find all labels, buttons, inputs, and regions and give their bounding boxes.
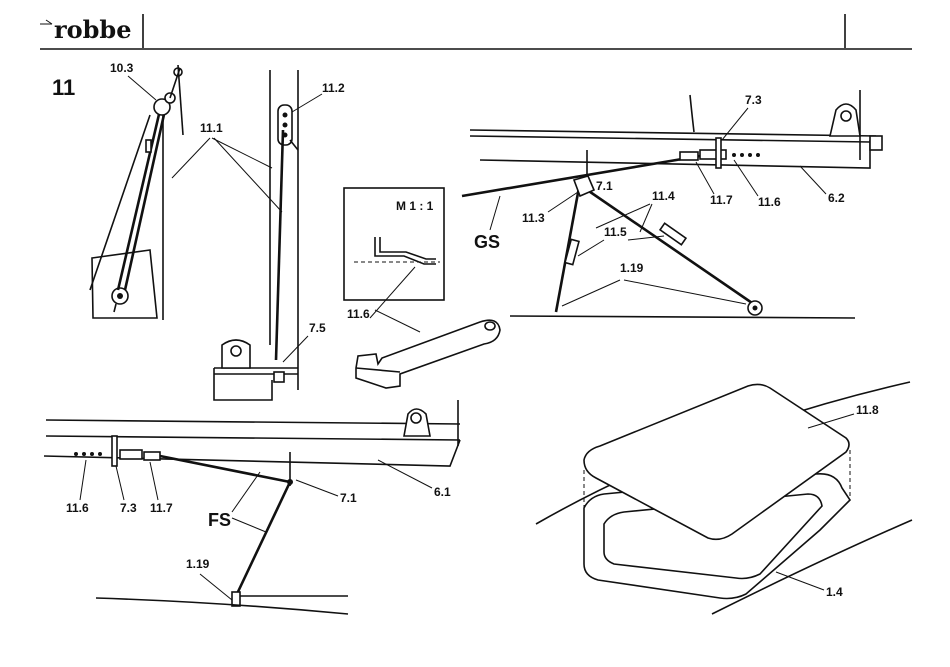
- top-left-view: 10.3: [90, 61, 183, 320]
- ground-line-right: [510, 316, 855, 318]
- detail-box: M 1 : 1: [344, 188, 444, 300]
- label-7-1-right: 7.1: [596, 179, 613, 193]
- rod-a: [118, 110, 160, 290]
- robbe-logo: robbe: [40, 15, 131, 44]
- label-10-3: 10.3: [110, 61, 134, 75]
- label-11-4: 11.4: [652, 189, 675, 203]
- fs-strut: [236, 482, 290, 596]
- label-11-2: 11.2: [322, 81, 345, 95]
- label-6-2: 6.2: [828, 191, 845, 205]
- label-7-5: 7.5: [309, 321, 326, 335]
- label-11-8: 11.8: [856, 403, 879, 417]
- label-11-6-detail: 11.6: [347, 307, 370, 321]
- label-11-6-right: 11.6: [758, 195, 781, 209]
- label-11-3: 11.3: [522, 211, 545, 225]
- detail-11-6-part: 11.6: [347, 267, 500, 388]
- rod-b: [125, 110, 165, 290]
- detail-hook: [375, 237, 436, 264]
- clip-7-3: [716, 138, 721, 168]
- callout-11-1: 11.1: [172, 121, 282, 212]
- top-right-view: 7.3 7.1 11.3 11.7 11.6 6.2 GS 11.4 11.5 …: [462, 90, 882, 318]
- ground-line-left: [96, 598, 348, 614]
- label-11-7-right: 11.7: [710, 193, 733, 207]
- label-11-7-left: 11.7: [150, 501, 173, 515]
- fin-rod: [276, 130, 283, 360]
- bottom-left-view: 11.6 7.3 11.7 FS 7.1 6.1 1.19: [44, 400, 460, 614]
- label-fs: FS: [208, 510, 231, 530]
- label-gs: GS: [474, 232, 500, 252]
- label-7-3-left: 7.3: [120, 501, 137, 515]
- tailplane: [470, 130, 876, 168]
- label-11-6-left: 11.6: [66, 501, 89, 515]
- label-11-5: 11.5: [604, 225, 627, 239]
- detail-scale: M 1 : 1: [396, 199, 434, 213]
- rod-c: [90, 115, 150, 290]
- label-1-19-left: 1.19: [186, 557, 210, 571]
- label-11-1: 11.1: [200, 121, 223, 135]
- header: robbe 11: [40, 14, 912, 100]
- label-1-19-right: 1.19: [620, 261, 644, 275]
- bellcrank-part: [356, 320, 500, 388]
- clip-7-3-left: [112, 436, 117, 466]
- label-6-1: 6.1: [434, 485, 451, 499]
- tailplane-lower: [44, 420, 460, 466]
- label-7-3-right: 7.3: [745, 93, 762, 107]
- top-middle-view: 11.2 7.5: [214, 70, 345, 400]
- brand-text: robbe: [54, 15, 131, 44]
- bottom-right-view: 11.8 1.4: [536, 382, 912, 614]
- page-number: 11: [52, 75, 75, 100]
- label-7-1-left: 7.1: [340, 491, 357, 505]
- label-1-4: 1.4: [826, 585, 843, 599]
